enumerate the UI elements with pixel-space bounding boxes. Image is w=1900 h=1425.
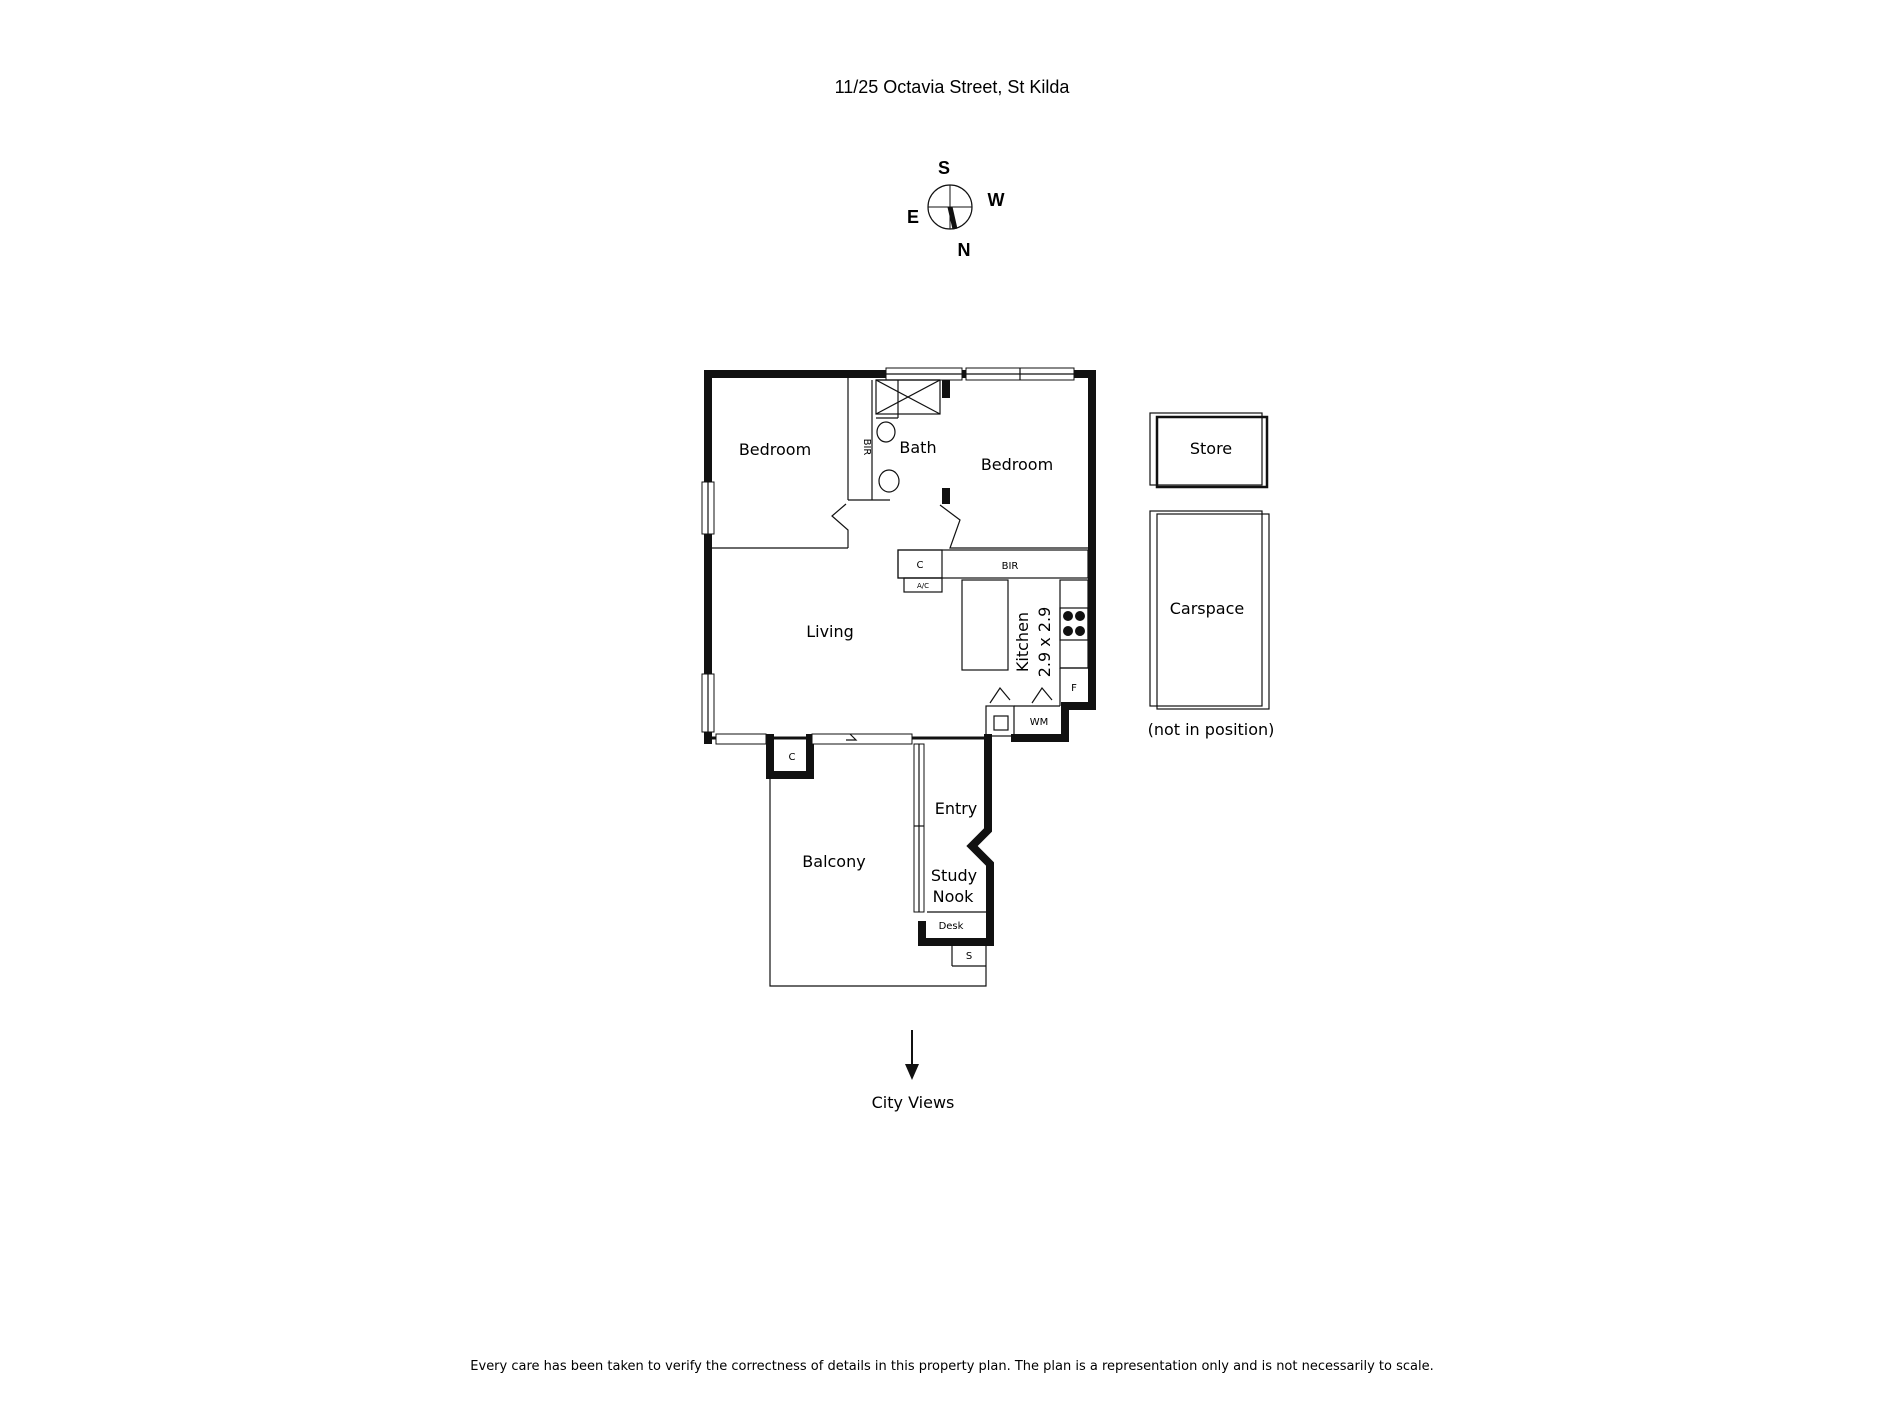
label-carspace-note: (not in position) [1148,720,1275,739]
label-study-line2: Nook [933,887,975,906]
label-balcony: Balcony [802,852,865,871]
compass-needle-north [947,206,958,230]
city-views-indicator: City Views [872,1030,955,1112]
label-cupboard-balcony: C [789,752,796,763]
compass-label-east: E [907,207,919,227]
label-kitchen: Kitchen [1013,612,1032,672]
label-bath: Bath [899,438,936,457]
label-city-views: City Views [872,1093,955,1112]
compass-rose: S W E N [907,158,1005,260]
store-box [1155,415,1269,489]
label-bedroom-left: Bedroom [739,440,811,459]
compass-label-north: N [958,240,971,260]
compass-label-south: S [938,158,950,178]
disclaimer: Every care has been taken to verify the … [470,1359,1433,1374]
label-kitchen-size: 2.9 x 2.9 [1035,607,1054,678]
label-fridge: F [1071,683,1077,694]
label-study-line1: Study [931,866,977,885]
outbuildings: Store Carspace (not in position) [1148,415,1275,739]
compass-label-west: W [988,190,1005,210]
label-entry: Entry [935,799,978,818]
bathroom-fixtures [875,379,941,493]
label-wm: WM [1030,717,1049,728]
label-desk: Desk [939,921,964,932]
address-title: 11/25 Octavia Street, St Kilda [835,77,1071,97]
carspace-box [1156,513,1270,710]
label-bir-left: BIR [861,439,872,456]
label-storage: S [966,951,972,962]
label-bir-hall: BIR [1002,561,1019,572]
label-carspace: Carspace [1170,599,1245,618]
cooktop-icon [1059,607,1089,641]
label-bedroom-right: Bedroom [981,455,1053,474]
room-labels: Bedroom BIR Bath Bedroom C BIR A/C Livin… [739,438,1077,962]
label-cupboard-hall: C [917,560,924,571]
door-swings [846,686,1053,741]
label-store: Store [1190,439,1232,458]
windows [701,367,1075,913]
basin-icon [878,469,900,493]
arrow-head [905,1064,919,1080]
toilet-icon [876,421,896,443]
label-living: Living [806,622,854,641]
label-ac: A/C [917,582,929,590]
